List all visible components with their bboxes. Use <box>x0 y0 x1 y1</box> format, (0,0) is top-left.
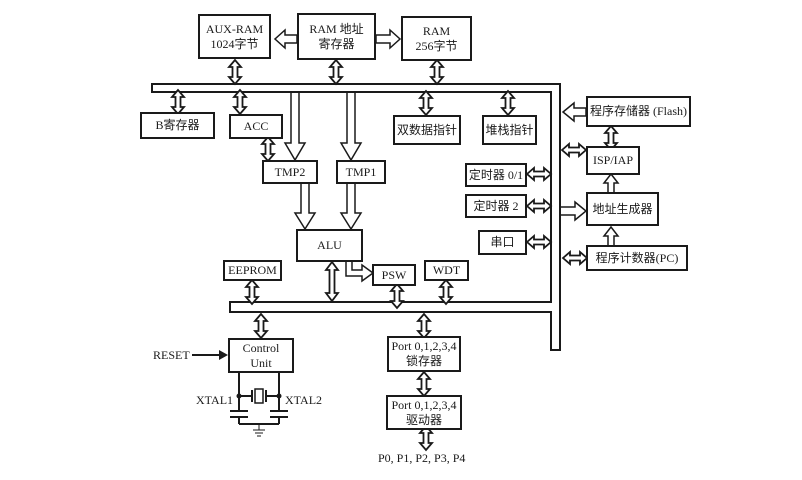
control-unit-label-2: Unit <box>250 355 272 370</box>
xtal1-junction <box>236 393 242 399</box>
serial-port-label: 串口 <box>490 235 515 249</box>
ram-block: RAM 256字节 <box>401 16 472 61</box>
stack-pointer-label: 堆栈指针 <box>485 122 534 137</box>
wdt-label: WDT <box>432 263 461 277</box>
tmp2-block: TMP2 <box>262 160 318 184</box>
bi-arrow-eeprom-bus <box>245 279 259 305</box>
hollow-arrow-pc-addrgen <box>602 225 620 245</box>
port-latch-label-2: 锁存器 <box>405 354 442 368</box>
bi-arrow-bus-port-latch <box>417 313 431 339</box>
timer2-label: 定时器 2 <box>473 198 519 213</box>
program-memory-flash-block: 程序存储器 (Flash) <box>586 96 691 127</box>
aux-ram-label: AUX-RAM <box>205 21 264 36</box>
ram-address-register-label-2: 寄存器 <box>318 36 355 51</box>
hollow-arrow-bus-tmp2 <box>283 93 307 162</box>
isp-iap-block: ISP/IAP <box>586 146 640 175</box>
ram-address-register-block: RAM 地址 寄存器 <box>297 13 376 60</box>
bi-arrow-timer01-bus <box>526 167 552 181</box>
hollow-arrow-addrgen-isp <box>602 172 620 192</box>
tmp1-label: TMP1 <box>345 164 377 179</box>
hollow-arrow-alu-psw <box>345 261 375 283</box>
bi-arrow-aux-ram-bus <box>228 59 242 85</box>
tmp2-label: TMP2 <box>274 164 306 179</box>
hollow-arrow-to-aux-ram <box>273 28 298 50</box>
wdt-block: WDT <box>424 260 469 281</box>
bi-arrow-uart-bus <box>526 235 552 249</box>
port-latch-block: Port 0,1,2,3,4 锁存器 <box>387 336 461 372</box>
alu-block: ALU <box>296 229 363 262</box>
ram-label: RAM <box>422 23 451 38</box>
port-driver-block: Port 0,1,2,3,4 驱动器 <box>386 395 462 430</box>
bi-arrow-isp-bus <box>561 143 587 157</box>
reset-label: RESET <box>153 348 190 362</box>
serial-port-block: 串口 <box>478 230 527 255</box>
stack-pointer-block: 堆栈指针 <box>482 115 537 145</box>
bi-arrow-wdt-bus <box>439 279 453 305</box>
dual-data-pointer-block: 双数据指针 <box>393 115 461 145</box>
hollow-arrow-tmp2-alu <box>293 184 317 231</box>
b-register-label: B寄存器 <box>155 118 200 132</box>
eeprom-label: EEPROM <box>228 263 277 277</box>
program-counter-label: 程序计数器(PC) <box>595 250 679 265</box>
psw-block: PSW <box>372 264 416 286</box>
alu-label: ALU <box>317 238 342 252</box>
port-driver-label-2: 驱动器 <box>405 412 442 427</box>
dual-data-pointer-label: 双数据指针 <box>396 122 457 137</box>
program-counter-block: 程序计数器(PC) <box>586 245 688 271</box>
aux-ram-size: 1024字节 <box>210 36 259 51</box>
bi-arrow-dptr-bus <box>419 90 433 116</box>
bi-arrow-sp-bus <box>501 90 515 116</box>
address-generator-label: 地址生成器 <box>592 201 653 216</box>
psw-label: PSW <box>381 267 407 282</box>
aux-ram-block: AUX-RAM 1024字节 <box>198 14 271 59</box>
hollow-arrow-to-ram <box>375 28 402 50</box>
bi-arrow-addr-reg-bus <box>329 59 343 85</box>
hollow-arrow-tmp1-alu <box>339 184 363 231</box>
bi-arrow-acc-tmp2 <box>261 136 275 162</box>
bi-arrow-alu-bus <box>324 260 340 303</box>
xtal1-label: XTAL1 <box>196 393 234 407</box>
hollow-arrow-bus-tmp1 <box>339 93 363 162</box>
hollow-arrow-bus-addr-gen <box>561 200 588 222</box>
internal-bus <box>151 83 561 351</box>
timer01-block: 定时器 0/1 <box>465 163 527 187</box>
hollow-arrow-flash-bus <box>561 101 587 123</box>
bi-arrow-acc-bus <box>233 89 247 115</box>
reset-arrow <box>192 350 228 360</box>
timer01-label: 定时器 0/1 <box>468 167 524 182</box>
timer2-block: 定时器 2 <box>465 194 527 218</box>
control-unit-label-1: Control <box>242 340 280 355</box>
bi-arrow-ram-bus <box>430 59 444 85</box>
bi-arrow-bus-control-unit <box>254 313 268 339</box>
crystal-oscillator-circuit <box>230 372 288 437</box>
xtal2-label: XTAL2 <box>285 393 323 407</box>
bi-arrow-b-reg-bus <box>171 89 185 115</box>
tmp1-block: TMP1 <box>336 160 386 184</box>
port-pins-label: P0, P1, P2, P3, P4 <box>378 451 466 465</box>
bi-arrow-psw-bus <box>390 283 404 309</box>
port-latch-label-1: Port 0,1,2,3,4 <box>391 339 457 353</box>
bi-arrow-pc-bus <box>562 251 588 265</box>
xtal2-junction <box>276 393 282 399</box>
b-register-block: B寄存器 <box>140 112 215 139</box>
control-unit-block: Control Unit <box>228 338 294 373</box>
ram-address-register-label-1: RAM 地址 <box>309 21 364 36</box>
program-memory-flash-label: 程序存储器 (Flash) <box>590 104 687 118</box>
acc-block: ACC <box>229 114 283 139</box>
isp-iap-label: ISP/IAP <box>592 153 633 167</box>
ram-size: 256字节 <box>415 38 458 53</box>
address-generator-block: 地址生成器 <box>586 192 659 226</box>
bi-arrow-latch-driver <box>417 371 431 397</box>
eeprom-block: EEPROM <box>223 260 282 281</box>
port-driver-label-1: Port 0,1,2,3,4 <box>391 397 457 412</box>
acc-label: ACC <box>243 119 269 133</box>
bi-arrow-timer2-bus <box>526 199 552 213</box>
